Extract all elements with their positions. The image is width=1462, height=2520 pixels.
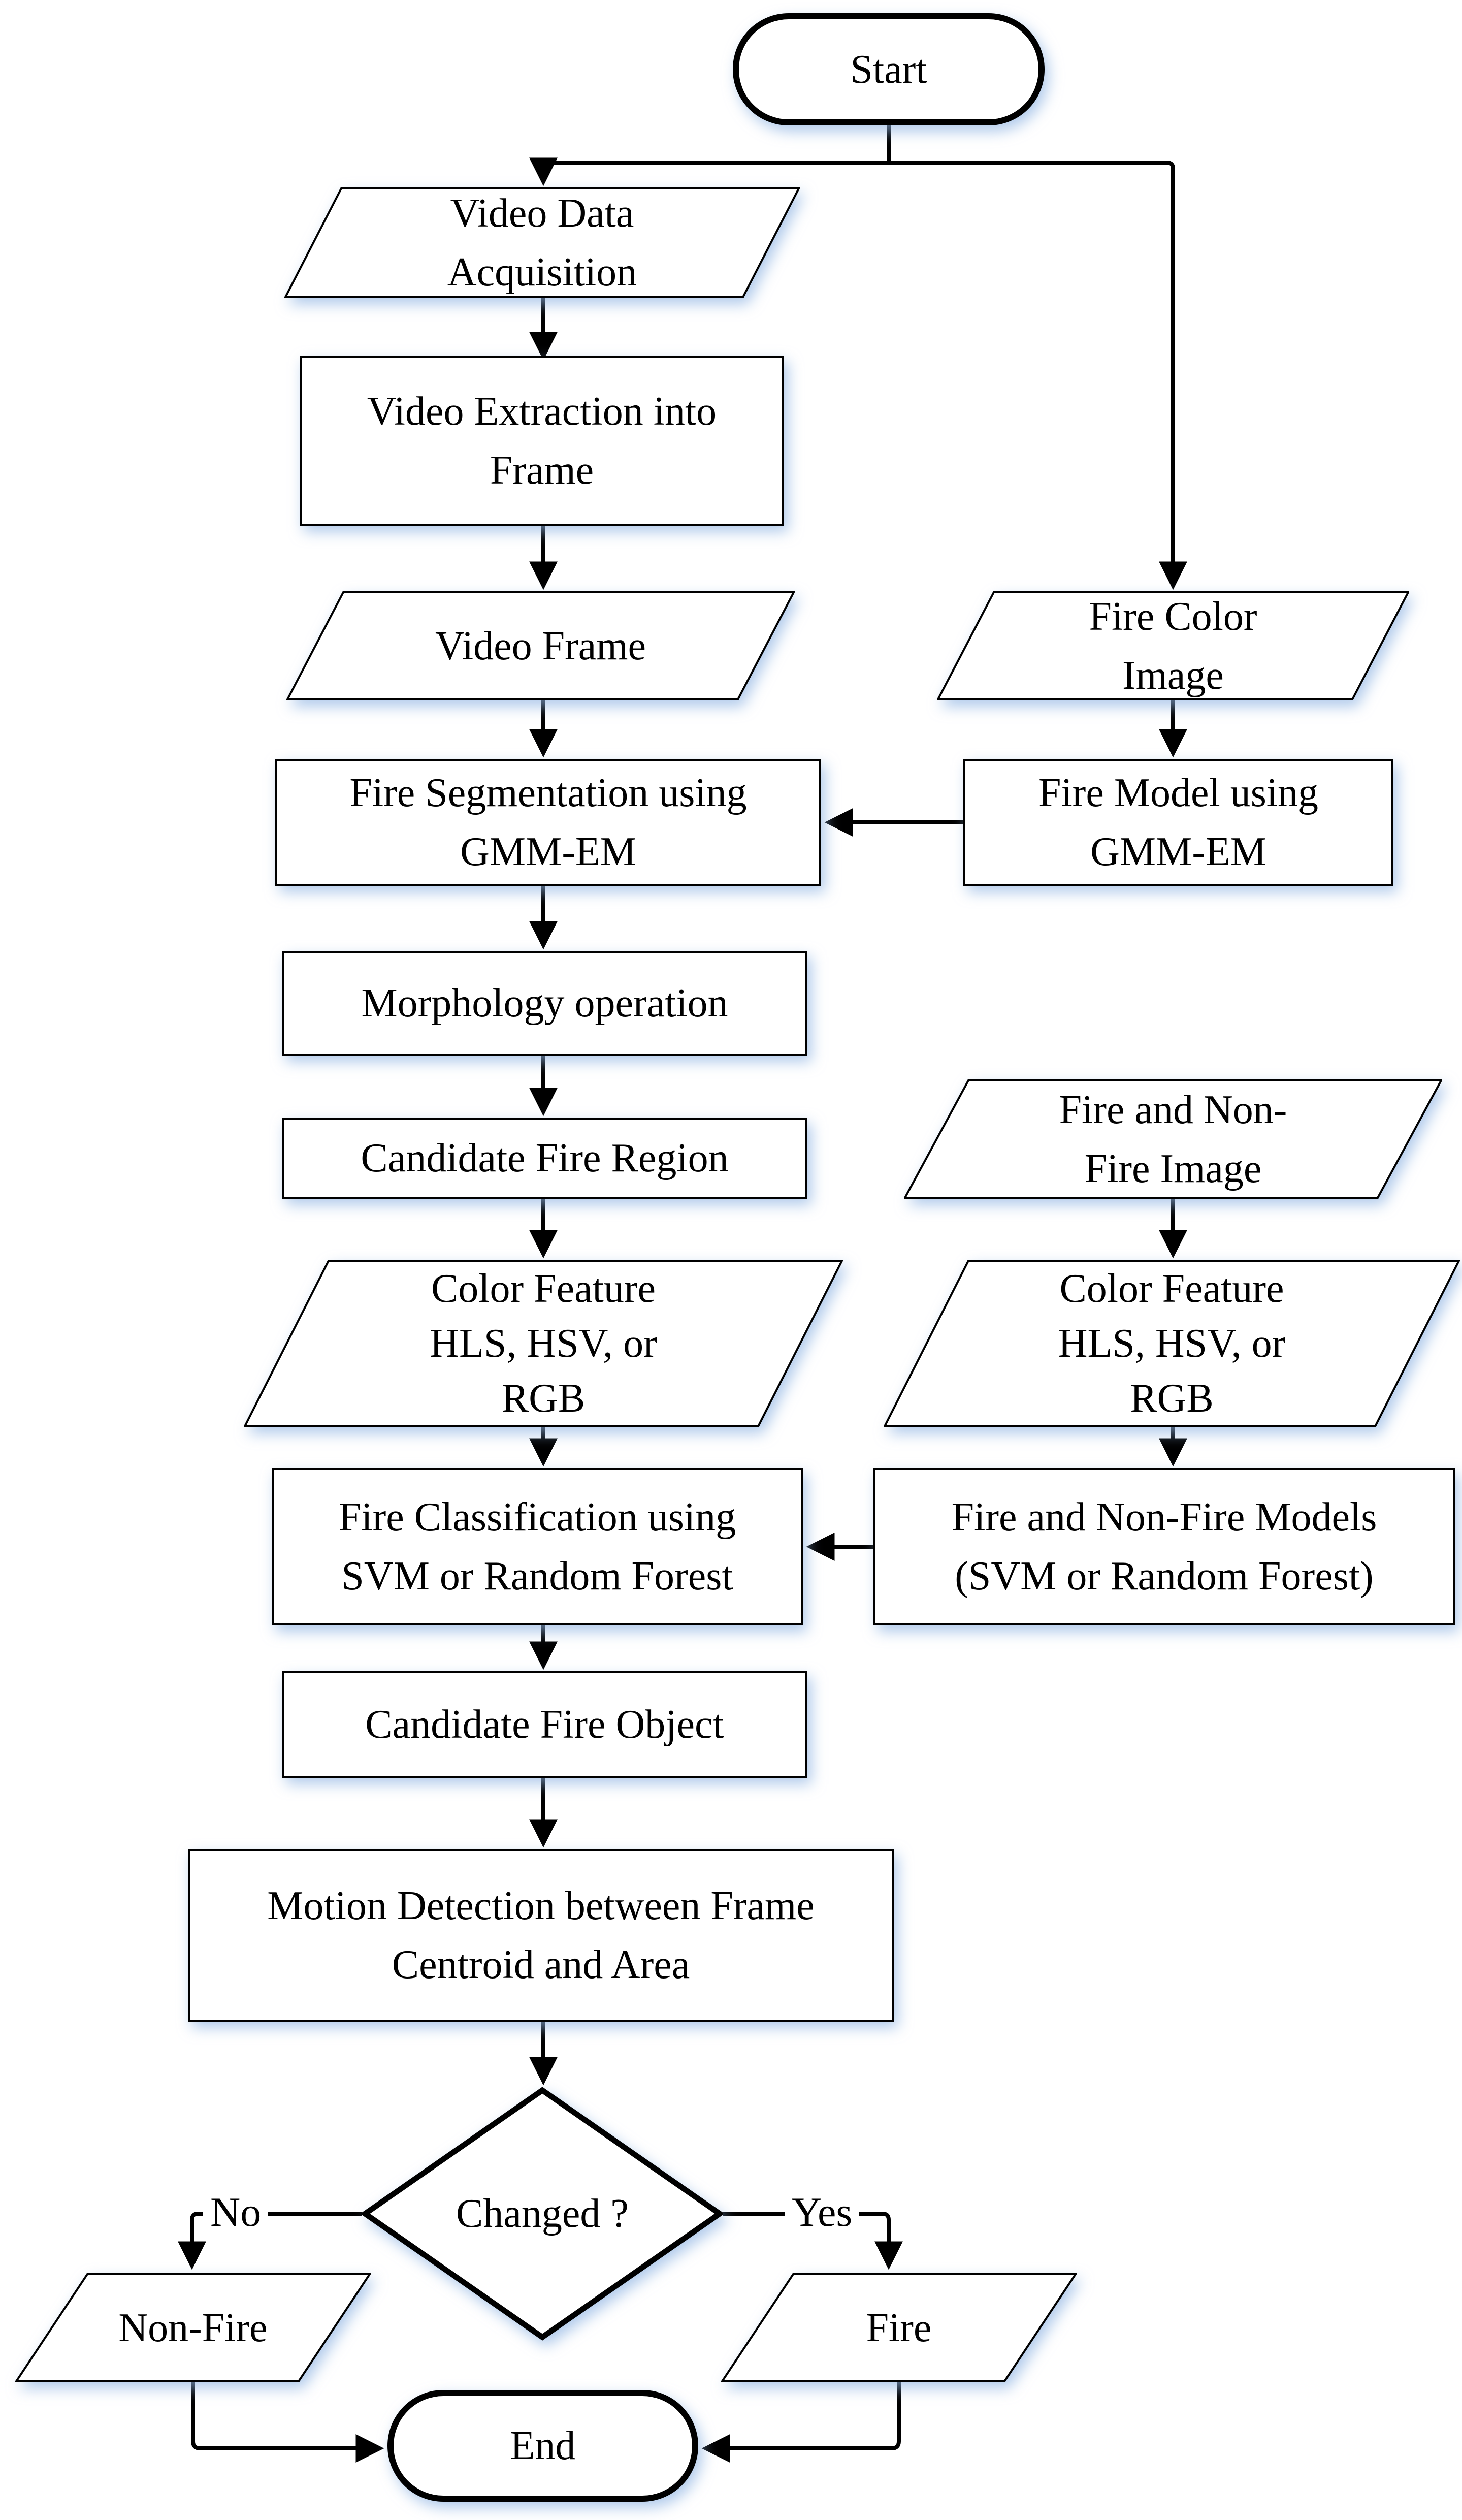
fire-nonfire-models-label: Fire and Non-Fire Models (SVM or Random … bbox=[951, 1495, 1377, 1599]
video-data-acquisition-label: Video Data Acquisition bbox=[447, 191, 637, 295]
parallelogram-shape bbox=[286, 591, 795, 700]
edge-label-no: No bbox=[203, 2184, 269, 2240]
fire-classification-label: Fire Classification using SVM or Random … bbox=[338, 1495, 736, 1599]
edge-diamond-no bbox=[178, 2212, 362, 2270]
edge-start-to-fci bbox=[889, 161, 1187, 590]
end-node: End bbox=[387, 2390, 698, 2502]
diamond-shape bbox=[362, 2087, 723, 2341]
fire-segmentation-label: Fire Segmentation using GMM-EM bbox=[349, 771, 747, 874]
parallelogram-shape bbox=[904, 1079, 1442, 1199]
video-frame-node: Video Frame bbox=[286, 591, 795, 700]
motion-detection-label: Motion Detection between Frame Centroid … bbox=[267, 1884, 815, 1987]
fire-nonfire-models-node: Fire and Non-Fire Models (SVM or Random … bbox=[873, 1468, 1455, 1625]
candidate-fire-region-label: Candidate Fire Region bbox=[361, 1136, 729, 1181]
parallelogram-shape bbox=[244, 1260, 843, 1427]
changed-decision-label: Changed ? bbox=[456, 2191, 629, 2236]
video-data-acquisition-node: Video Data Acquisition bbox=[284, 187, 800, 298]
candidate-fire-region-node: Candidate Fire Region bbox=[282, 1118, 807, 1199]
fire-node: Fire bbox=[721, 2273, 1077, 2382]
fire-nonfire-image-node: Fire and Non- Fire Image bbox=[904, 1079, 1442, 1199]
fire-classification-node: Fire Classification using SVM or Random … bbox=[272, 1468, 803, 1625]
parallelogram-shape bbox=[284, 187, 800, 298]
video-extraction-label: Video Extraction into Frame bbox=[367, 389, 717, 493]
parallelogram-shape bbox=[884, 1260, 1460, 1427]
non-fire-label: Non-Fire bbox=[118, 2305, 268, 2350]
color-feature-right-node: Color Feature HLS, HSV, or RGB bbox=[884, 1260, 1460, 1427]
fire-color-image-label: Fire Color Image bbox=[1089, 594, 1257, 698]
fire-nonfire-image-label: Fire and Non- Fire Image bbox=[1059, 1087, 1287, 1191]
candidate-fire-object-label: Candidate Fire Object bbox=[365, 1702, 724, 1747]
edge-fire-to-end bbox=[701, 2382, 901, 2463]
motion-detection-node: Motion Detection between Frame Centroid … bbox=[188, 1849, 894, 2022]
video-frame-label: Video Frame bbox=[435, 623, 646, 668]
fire-label: Fire bbox=[866, 2305, 932, 2350]
color-feature-right-label: Color Feature HLS, HSV, or RGB bbox=[1058, 1266, 1286, 1421]
fire-color-image-node: Fire Color Image bbox=[937, 591, 1409, 700]
morphology-node: Morphology operation bbox=[282, 951, 807, 1056]
fire-model-label: Fire Model using GMM-EM bbox=[1038, 771, 1319, 874]
fire-segmentation-node: Fire Segmentation using GMM-EM bbox=[275, 759, 821, 886]
start-label: Start bbox=[850, 47, 927, 92]
non-fire-node: Non-Fire bbox=[15, 2273, 371, 2382]
parallelogram-shape bbox=[721, 2273, 1077, 2382]
changed-decision-node: Changed ? bbox=[362, 2087, 723, 2341]
edge-start-to-vda bbox=[529, 157, 889, 186]
edge-label-yes: Yes bbox=[785, 2184, 860, 2240]
start-node: Start bbox=[733, 13, 1045, 125]
morphology-label: Morphology operation bbox=[361, 981, 728, 1026]
end-label: End bbox=[510, 2423, 576, 2468]
color-feature-left-node: Color Feature HLS, HSV, or RGB bbox=[244, 1260, 843, 1427]
fire-model-node: Fire Model using GMM-EM bbox=[963, 759, 1393, 886]
edge-diamond-yes bbox=[723, 2212, 903, 2270]
parallelogram-shape bbox=[15, 2273, 371, 2382]
edge-nonfire-to-end bbox=[191, 2382, 384, 2463]
parallelogram-shape bbox=[937, 591, 1409, 700]
color-feature-left-label: Color Feature HLS, HSV, or RGB bbox=[430, 1266, 657, 1421]
yes-label: Yes bbox=[792, 2189, 853, 2235]
no-label: No bbox=[210, 2189, 262, 2235]
video-extraction-node: Video Extraction into Frame bbox=[300, 356, 784, 526]
candidate-fire-object-node: Candidate Fire Object bbox=[282, 1671, 807, 1778]
